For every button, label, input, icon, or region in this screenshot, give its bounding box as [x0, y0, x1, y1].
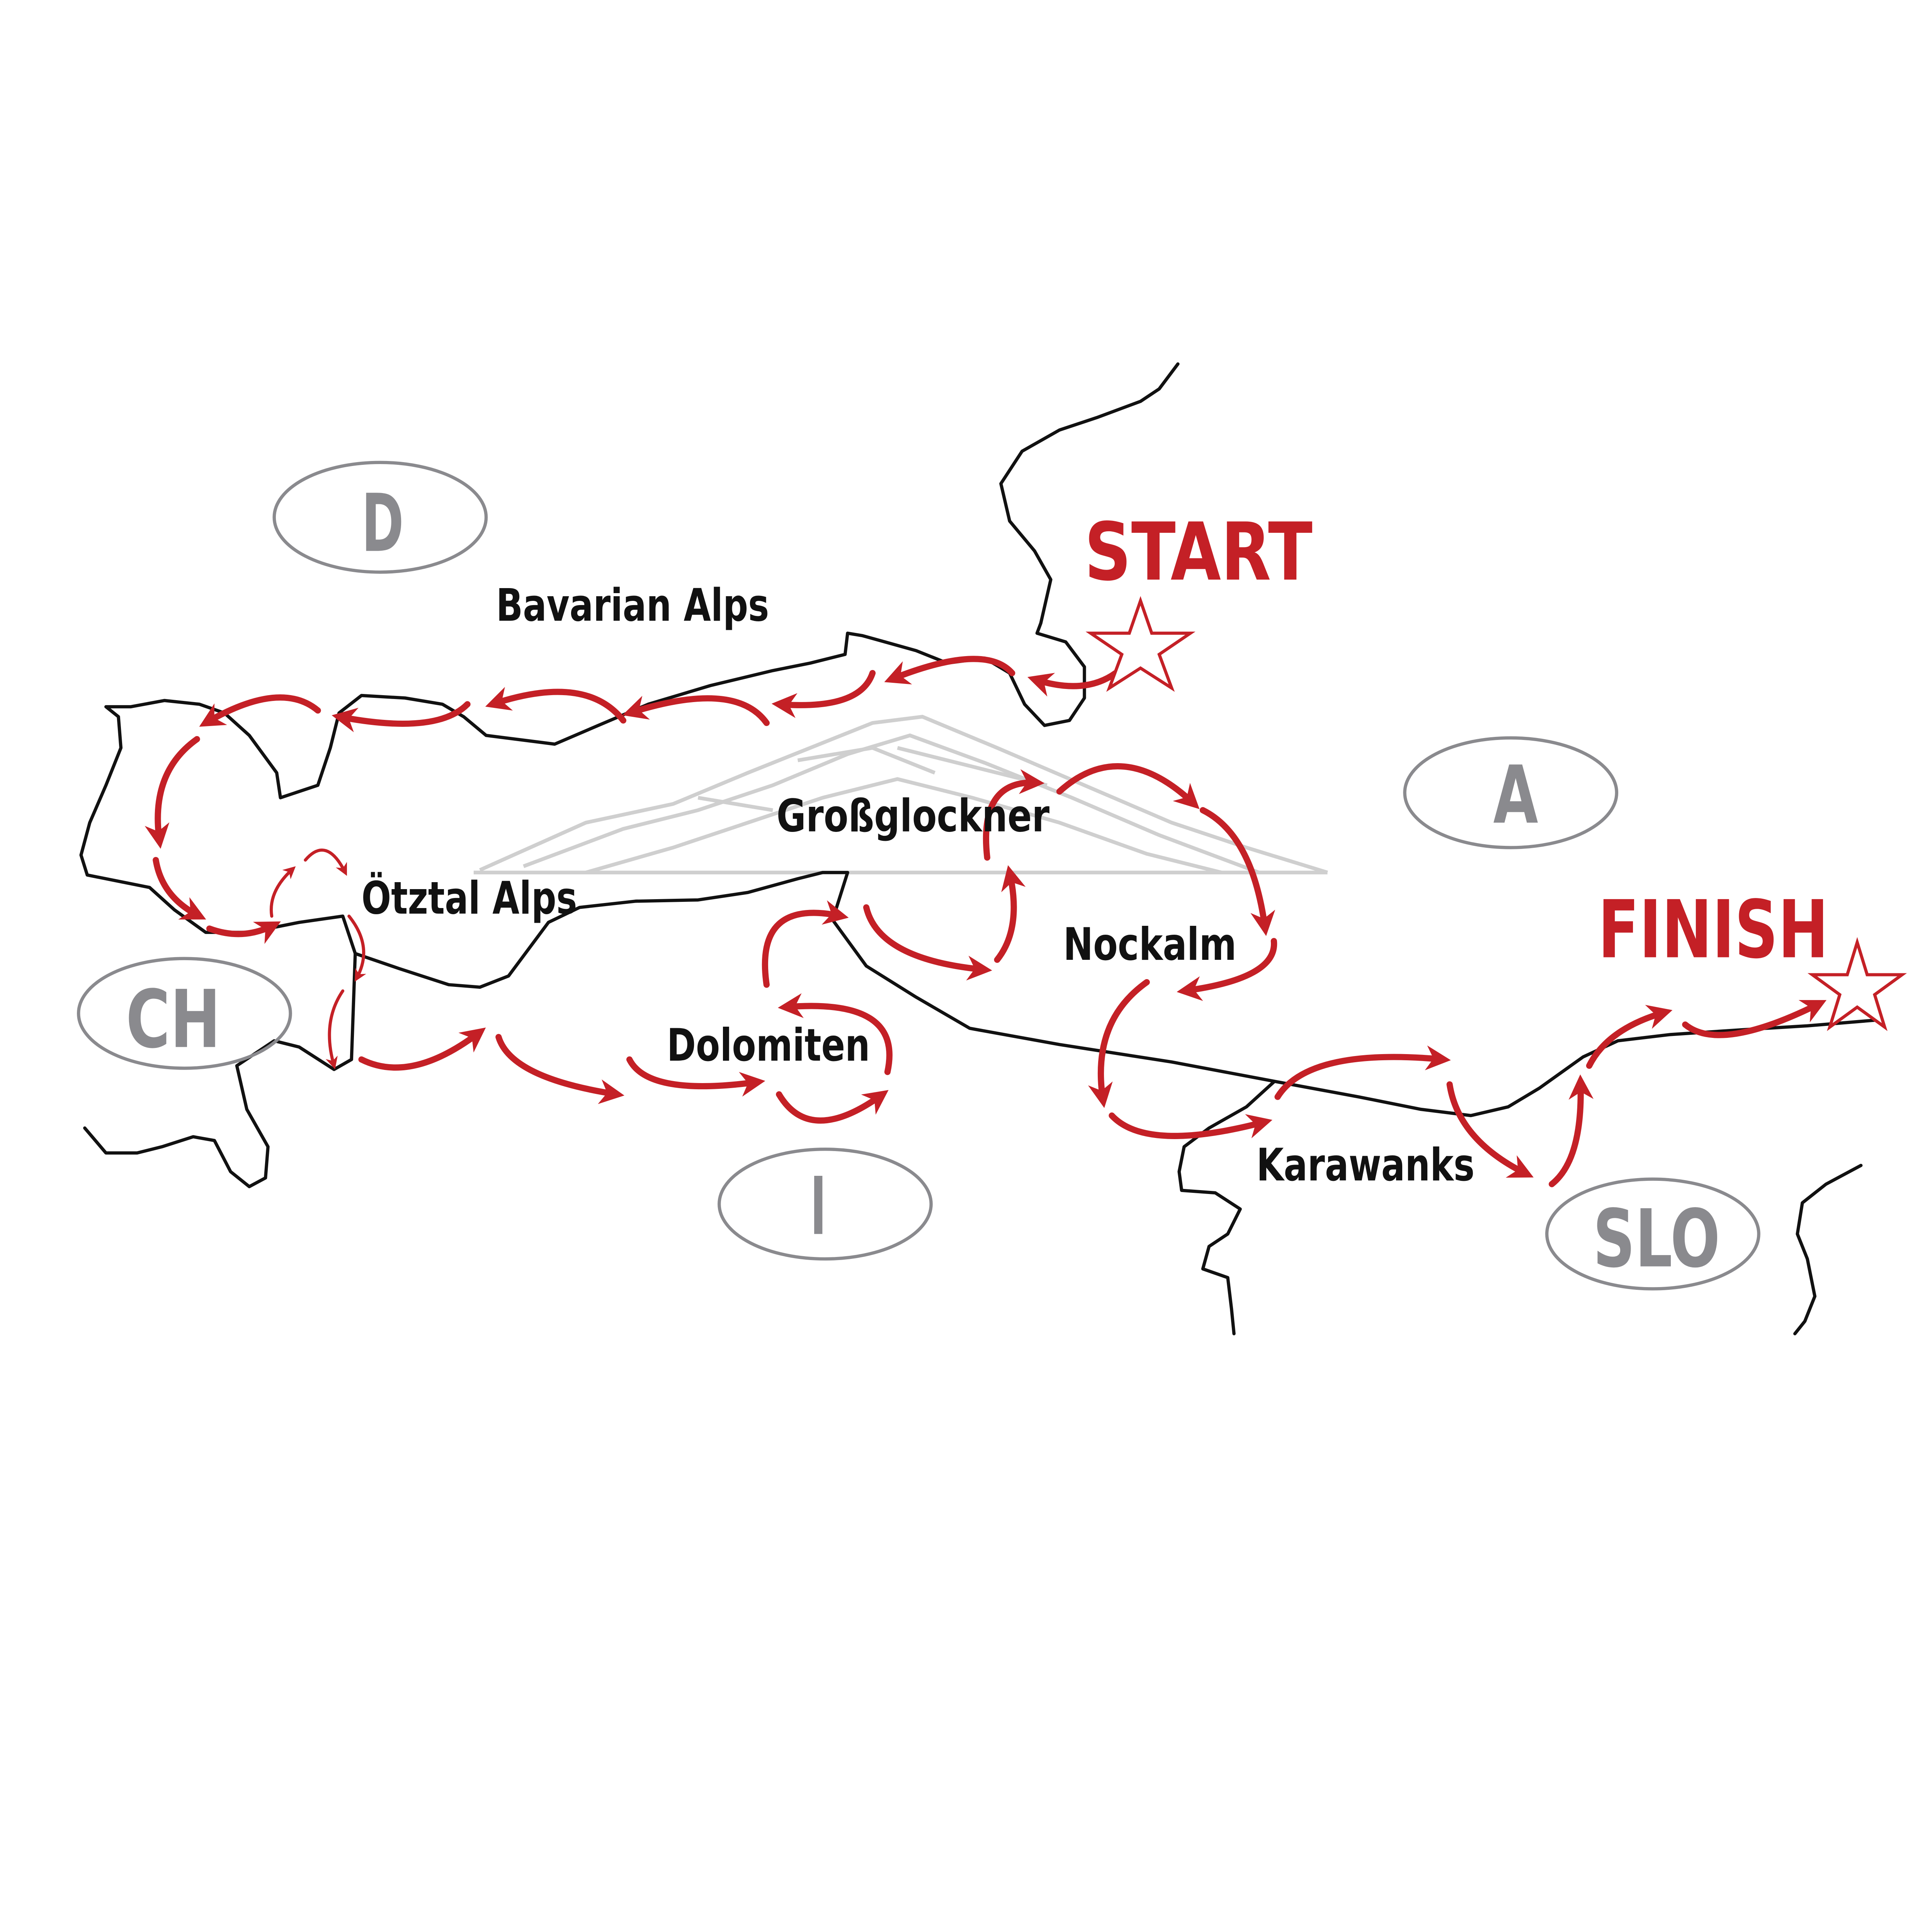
country-label-i: I — [718, 1147, 933, 1261]
start-star-icon — [1085, 596, 1196, 692]
country-label-d: D — [272, 461, 488, 574]
place-bavarian-alps: Bavarian Alps — [496, 579, 769, 631]
finish-star-icon — [1807, 937, 1907, 1031]
mountain-illustration — [473, 714, 1328, 874]
route-arrows — [145, 656, 1827, 1187]
start-label: START — [1084, 505, 1312, 599]
country-code-i: I — [810, 1160, 827, 1253]
country-borders — [79, 362, 1884, 1335]
country-label-slo: SLO — [1545, 1177, 1760, 1291]
finish-label: FINISH — [1598, 883, 1828, 976]
country-code-a: A — [1493, 748, 1538, 842]
place-grossglockner: Großglockner — [777, 790, 1049, 842]
country-code-ch: CH — [126, 973, 221, 1066]
country-label-a: A — [1403, 736, 1619, 849]
place-karawanks: Karawanks — [1257, 1139, 1475, 1191]
country-code-slo: SLO — [1593, 1192, 1720, 1285]
country-code-d: D — [361, 477, 404, 570]
place-nockalm: Nockalm — [1063, 918, 1236, 971]
country-label-ch: CH — [77, 957, 292, 1070]
place-dolomiten: Dolomiten — [667, 1019, 870, 1071]
place-oetztal-alps: Ötztal Alps — [361, 872, 577, 925]
